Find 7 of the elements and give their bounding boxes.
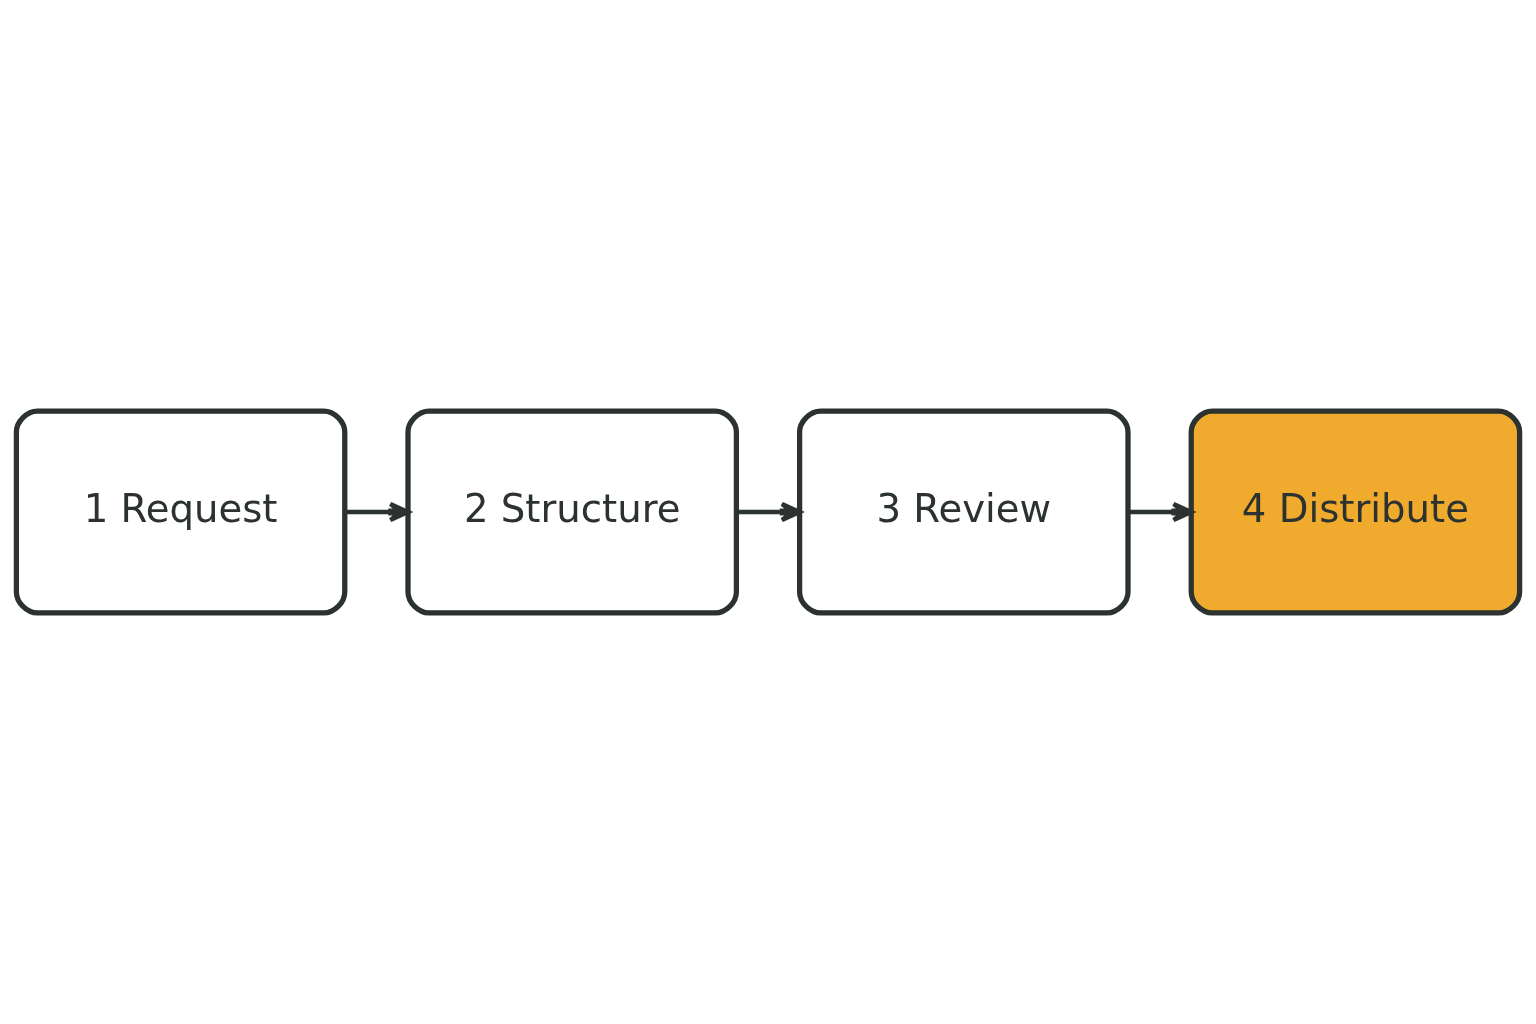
arrow [1128,501,1194,523]
node-box: 1 Request [13,408,348,616]
node-box: 3 Review [796,408,1131,616]
arrow [736,501,802,523]
node-box: 4 Distribute [1188,408,1523,616]
arrow [345,501,411,523]
node-box: 2 Structure [405,408,740,616]
